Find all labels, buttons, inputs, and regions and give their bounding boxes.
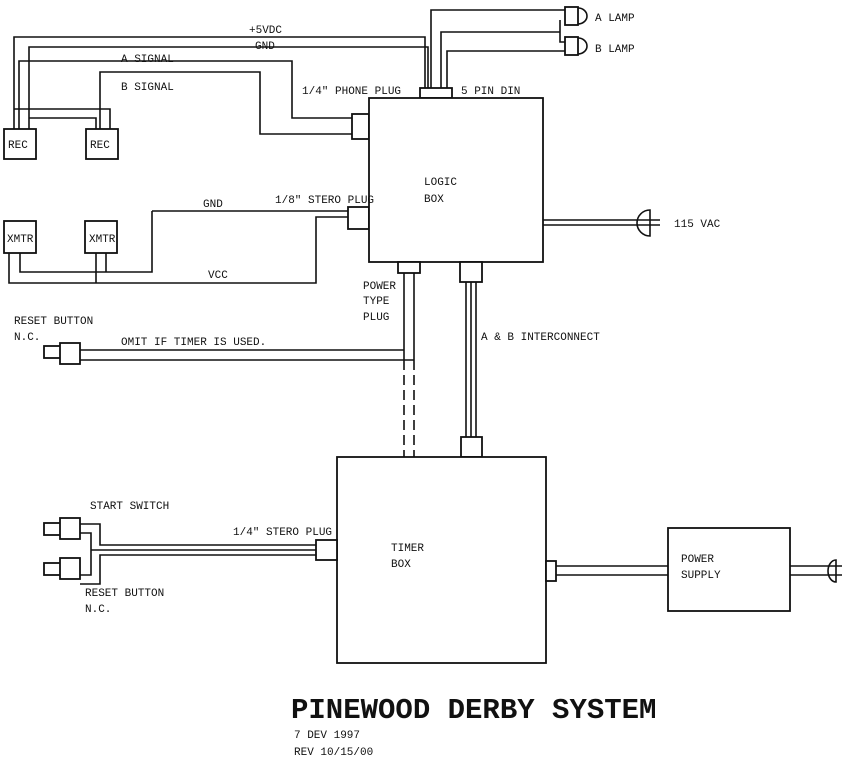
din-connector [419, 87, 453, 99]
label-gnd-top: GND [255, 41, 275, 53]
label-115vac: 115 VAC [674, 219, 721, 231]
label-plug: PLUG [363, 312, 389, 324]
transmitter-b [84, 220, 118, 254]
label-logic-box: BOX [424, 194, 444, 206]
label-power-supply-2: SUPPLY [681, 570, 721, 582]
label-din: 5 PIN DIN [461, 86, 520, 98]
label-xmtr-b: XMTR [89, 234, 116, 246]
label-gnd-xmtr: GND [203, 199, 223, 211]
label-type: TYPE [363, 296, 390, 308]
label-xmtr-a: XMTR [7, 234, 34, 246]
label-reset-top: RESET BUTTON [14, 316, 93, 328]
transmitter-a [3, 220, 37, 254]
label-vcc: VCC [208, 270, 228, 282]
transmitter-wiring [8, 210, 348, 284]
switch-wiring [80, 523, 316, 585]
label-a-signal: A SIGNAL [121, 54, 174, 66]
label-a-lamp: A LAMP [595, 13, 635, 25]
receiver-a [3, 128, 37, 160]
interconnect-plug-bottom [460, 436, 483, 458]
label-power-supply: POWER [681, 554, 714, 566]
lamp-a-icon [564, 6, 588, 26]
power-type-plug [397, 261, 421, 274]
label-interconnect: A & B INTERCONNECT [481, 332, 600, 344]
date-label: 7 DEV 1997 [294, 730, 360, 742]
label-rec-a: REC [8, 140, 28, 152]
stereo-plug-large [315, 539, 338, 561]
phone-plug [351, 113, 370, 140]
label-b-lamp: B LAMP [595, 44, 635, 56]
start-switch-icon [43, 517, 81, 540]
stereo-plug-small [347, 206, 370, 230]
timer-box [336, 456, 547, 664]
label-timer-box: BOX [391, 559, 411, 571]
ac-plug-icon [543, 209, 660, 237]
label-timer: TIMER [391, 543, 424, 555]
label-reset-top-nc: N.C. [14, 332, 40, 344]
label-5vdc: +5VDC [249, 25, 282, 37]
receiver-wiring [13, 36, 429, 135]
label-phone-plug: 1/4" PHONE PLUG [302, 86, 401, 98]
lamp-b-icon [564, 36, 588, 56]
label-start-switch: START SWITCH [90, 501, 169, 513]
label-stereo-plug-small: 1/8" STERO PLUG [275, 195, 374, 207]
label-rec-b: REC [90, 140, 110, 152]
label-omit: OMIT IF TIMER IS USED. [121, 337, 266, 349]
logic-box [368, 97, 544, 263]
reset-button-bottom-icon [43, 557, 81, 580]
revision-label: REV 10/15/00 [294, 747, 373, 759]
label-power: POWER [363, 281, 396, 293]
receiver-b [85, 128, 119, 160]
label-reset-bottom-nc: N.C. [85, 604, 111, 616]
lamp-wiring [430, 9, 565, 88]
power-supply-box [667, 527, 791, 612]
label-reset-bottom: RESET BUTTON [85, 588, 164, 600]
interconnect-plug-top [459, 261, 483, 283]
timer-power-jack [545, 560, 557, 582]
reset-button-top-icon [43, 342, 81, 365]
label-logic: LOGIC [424, 177, 457, 189]
label-b-signal: B SIGNAL [121, 82, 174, 94]
label-stereo-plug-large: 1/4" STERO PLUG [233, 527, 332, 539]
power-supply-plug-icon [790, 559, 842, 583]
diagram-title: PINEWOOD DERBY SYSTEM [291, 694, 656, 727]
